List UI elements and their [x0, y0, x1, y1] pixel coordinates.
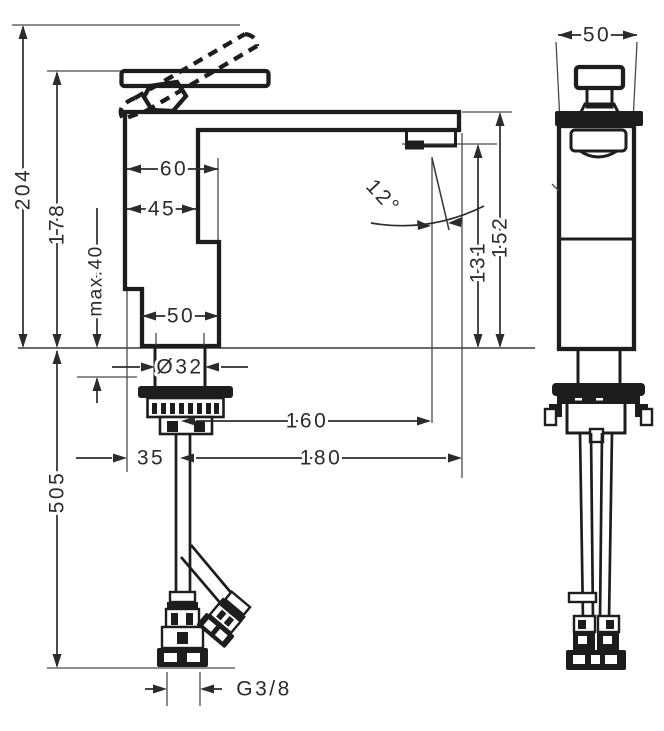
aerator: [405, 128, 457, 148]
nut-knurling: [152, 403, 219, 414]
label-45: 45: [148, 198, 176, 221]
bracket-screw-left: [167, 421, 178, 432]
label-178: 178: [46, 203, 69, 246]
base-inner-lines: [155, 333, 205, 345]
base-gasket: [138, 386, 233, 398]
aerator-front-arc: [579, 149, 618, 159]
bracket-hook-left: [543, 407, 558, 427]
handle-joint: [141, 79, 189, 114]
bracket-screw-slot-right: [596, 398, 603, 402]
handle-front-top: [573, 64, 626, 91]
hose-connectors-front: [566, 614, 626, 670]
body-top-band: [555, 111, 643, 126]
label-505: 505: [46, 471, 69, 514]
front-view: [543, 64, 654, 670]
dim-12deg-arc: [370, 205, 485, 227]
bracket-screw-slot-left: [575, 398, 582, 402]
dimensions: [18, 25, 637, 694]
hose-connector-vertical: [157, 590, 208, 667]
supply-hoses-front: [578, 432, 614, 621]
hose-clip-front: [567, 591, 598, 604]
label-60: 60: [160, 158, 188, 181]
ext-lines-front-width: [555, 41, 638, 123]
spout-recess-front: [569, 128, 628, 153]
handle-front-stem: [585, 86, 614, 109]
label-180: 180: [300, 447, 343, 470]
shaft-front: [576, 349, 622, 383]
handle-lever-raised: [118, 31, 260, 122]
gasket-front: [552, 383, 645, 396]
ticks-g38: [166, 672, 201, 706]
handle-lever: [119, 68, 271, 89]
label-50-base: 50: [167, 305, 195, 328]
label-dia32: Ø32: [156, 356, 203, 379]
dimension-labels: 204 178 max.40 60 45 50 Ø32 12° 131 152 …: [9, 21, 612, 704]
bracket-hook-right: [639, 407, 654, 427]
label-131: 131: [467, 241, 490, 284]
label-front-50: 50: [583, 24, 611, 47]
hose-connector-diagonal: [197, 589, 252, 648]
side-view: [118, 31, 462, 667]
label-g38: G3/8: [236, 678, 292, 701]
mounting-nut: [146, 396, 225, 419]
aerator-nozzle: [405, 140, 424, 150]
supply-hose-vertical: [174, 434, 192, 612]
label-152: 152: [489, 216, 512, 259]
bracket-screw-right: [194, 421, 205, 432]
faucet-body-outline: [122, 109, 462, 349]
label-204: 204: [12, 168, 35, 211]
label-12deg: 12°: [361, 175, 405, 219]
label-160: 160: [286, 410, 329, 433]
stream-angle-line: [431, 157, 450, 231]
reference-lines: [12, 24, 638, 706]
label-max40: max.40: [86, 245, 107, 316]
edge-tick: [551, 183, 560, 192]
label-35: 35: [137, 447, 165, 470]
